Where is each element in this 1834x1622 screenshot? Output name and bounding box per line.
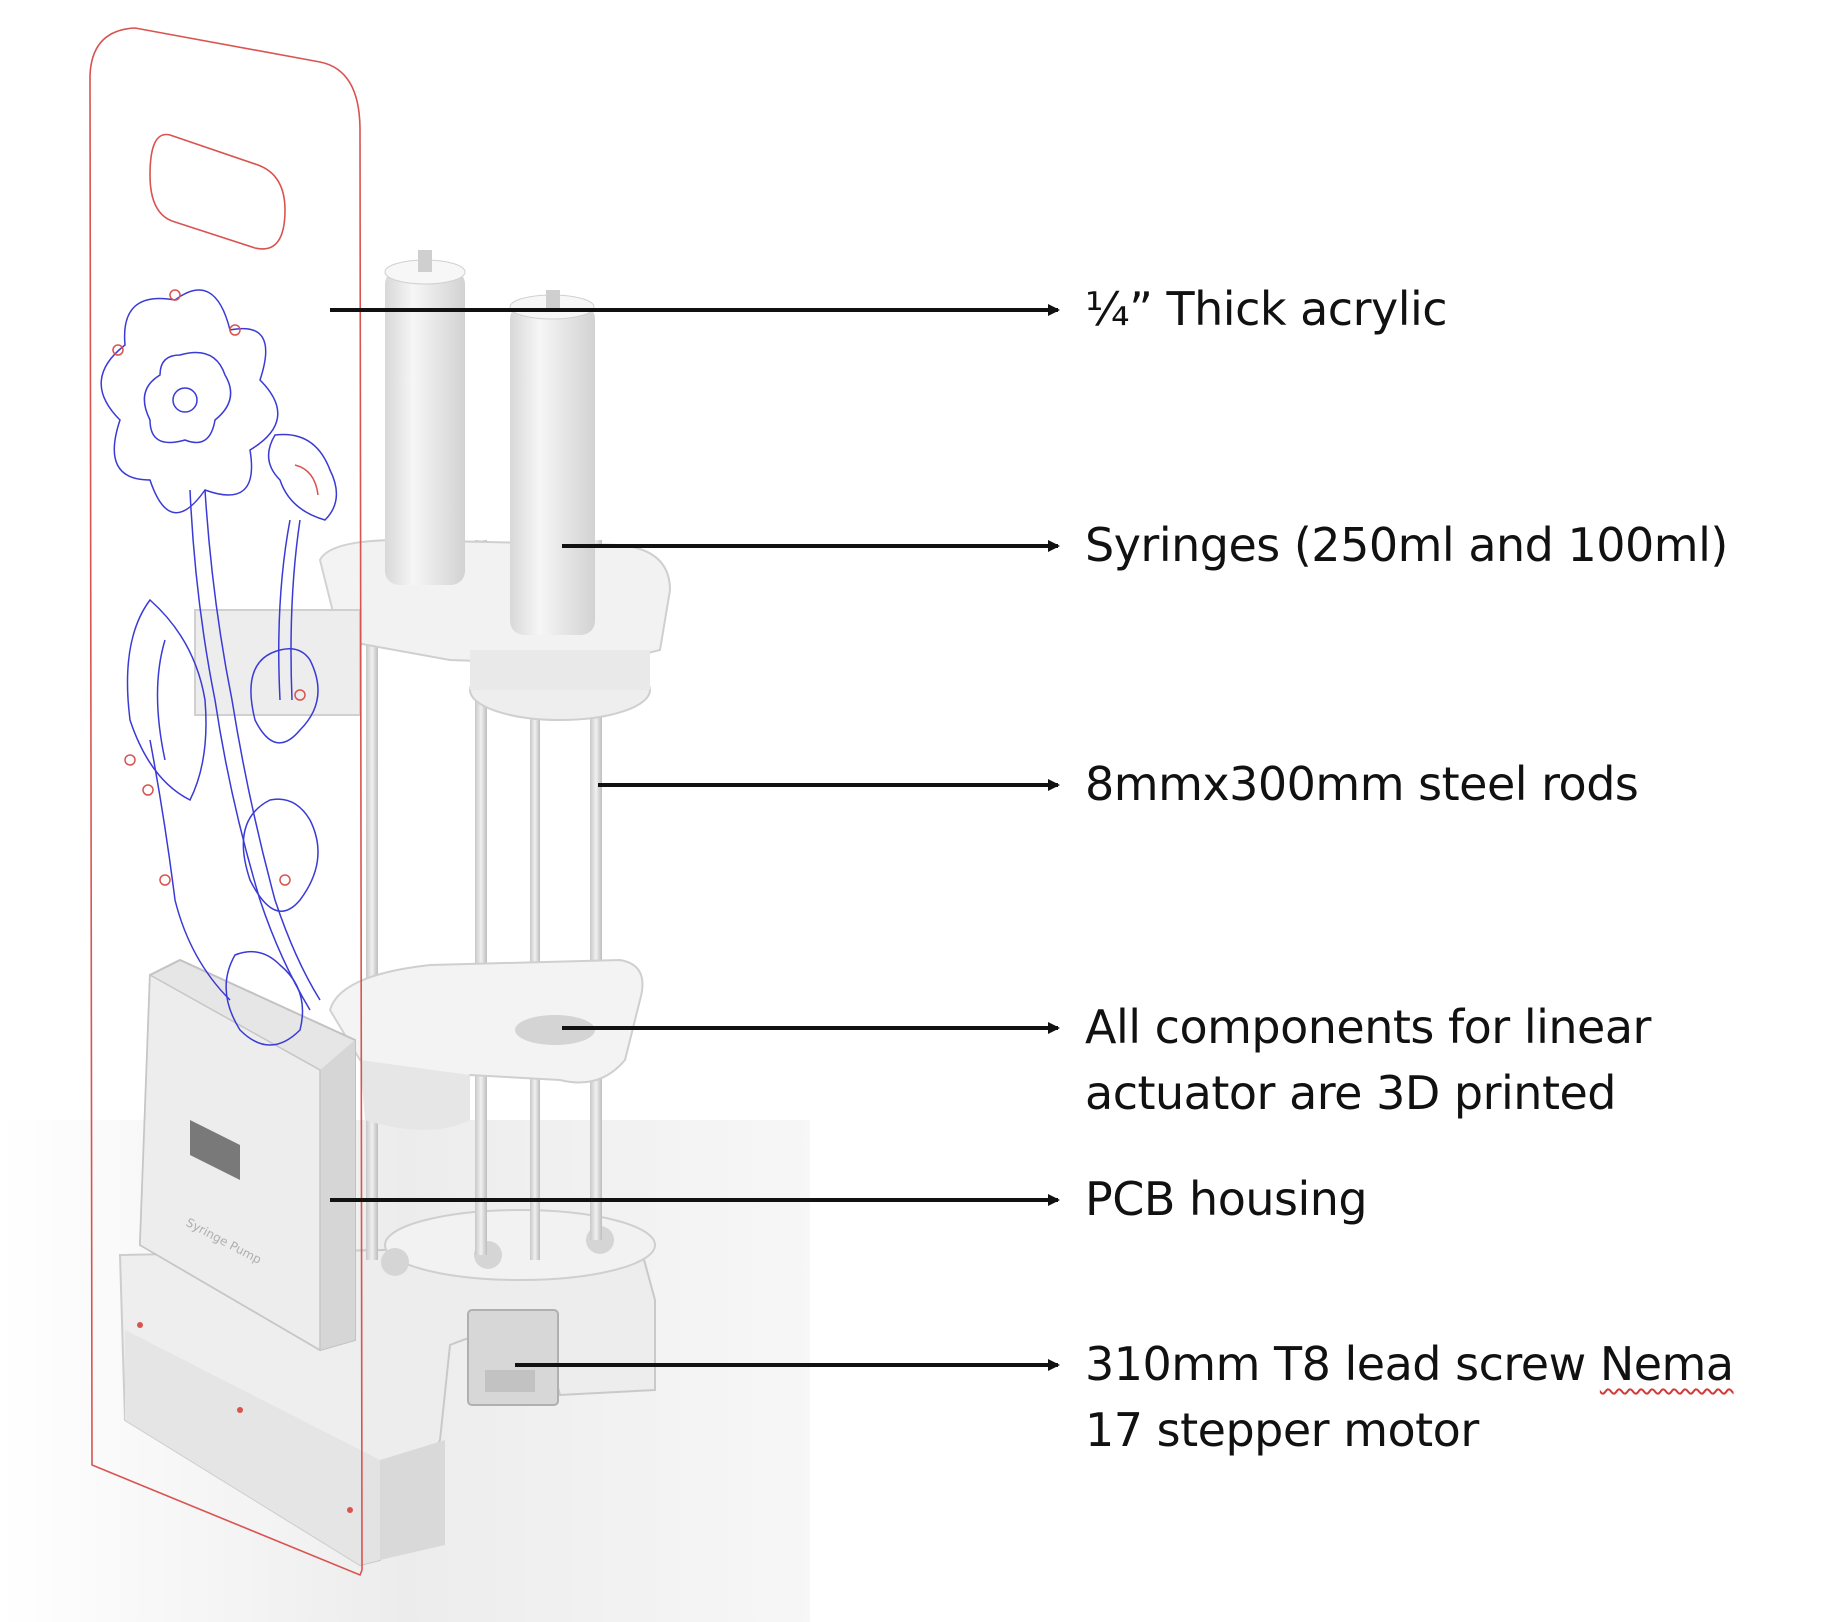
label-syringes: Syringes (250ml and 100ml) [1085,512,1728,578]
floral-engraving [100,289,338,1046]
label-3d-printed: All components for linear actuator are 3… [1085,994,1651,1126]
pcb-housing: Syringe Pump [138,958,356,1352]
syringe-250ml [385,270,465,585]
label-3d-printed-line-2: actuator are 3D printed [1085,1066,1616,1120]
housing-window [190,1120,240,1180]
acrylic-panel [89,27,363,1577]
callout-arrows [330,304,1060,1371]
label-pcb-housing: PCB housing [1085,1166,1368,1232]
base-block [118,1243,656,1567]
label-syringes-line-1: Syringes (250ml and 100ml) [1085,518,1728,572]
label-motor-line-2: 17 stepper motor [1085,1403,1479,1457]
label-pcb-housing-line-1: PCB housing [1085,1172,1368,1226]
label-motor-line-1: 310mm T8 lead screw Nema [1085,1337,1734,1391]
handle-cutout [149,133,286,250]
bottom-plate [381,1209,656,1281]
label-3d-printed-line-1: All components for linear [1085,1000,1651,1054]
label-steel-rods: 8mmx300mm steel rods [1085,751,1639,817]
syringe-100ml [510,305,595,635]
label-motor: 310mm T8 lead screw Nema 17 stepper moto… [1085,1331,1734,1463]
label-acrylic-line-1: ¼” Thick acrylic [1085,282,1448,336]
side-block [194,609,361,716]
label-steel-rods-line-1: 8mmx300mm steel rods [1085,757,1639,811]
label-acrylic: ¼” Thick acrylic [1085,276,1448,342]
syringes [384,250,595,635]
carriage-plate [328,958,644,1130]
spellcheck-squiggle: Nema [1599,1337,1734,1391]
